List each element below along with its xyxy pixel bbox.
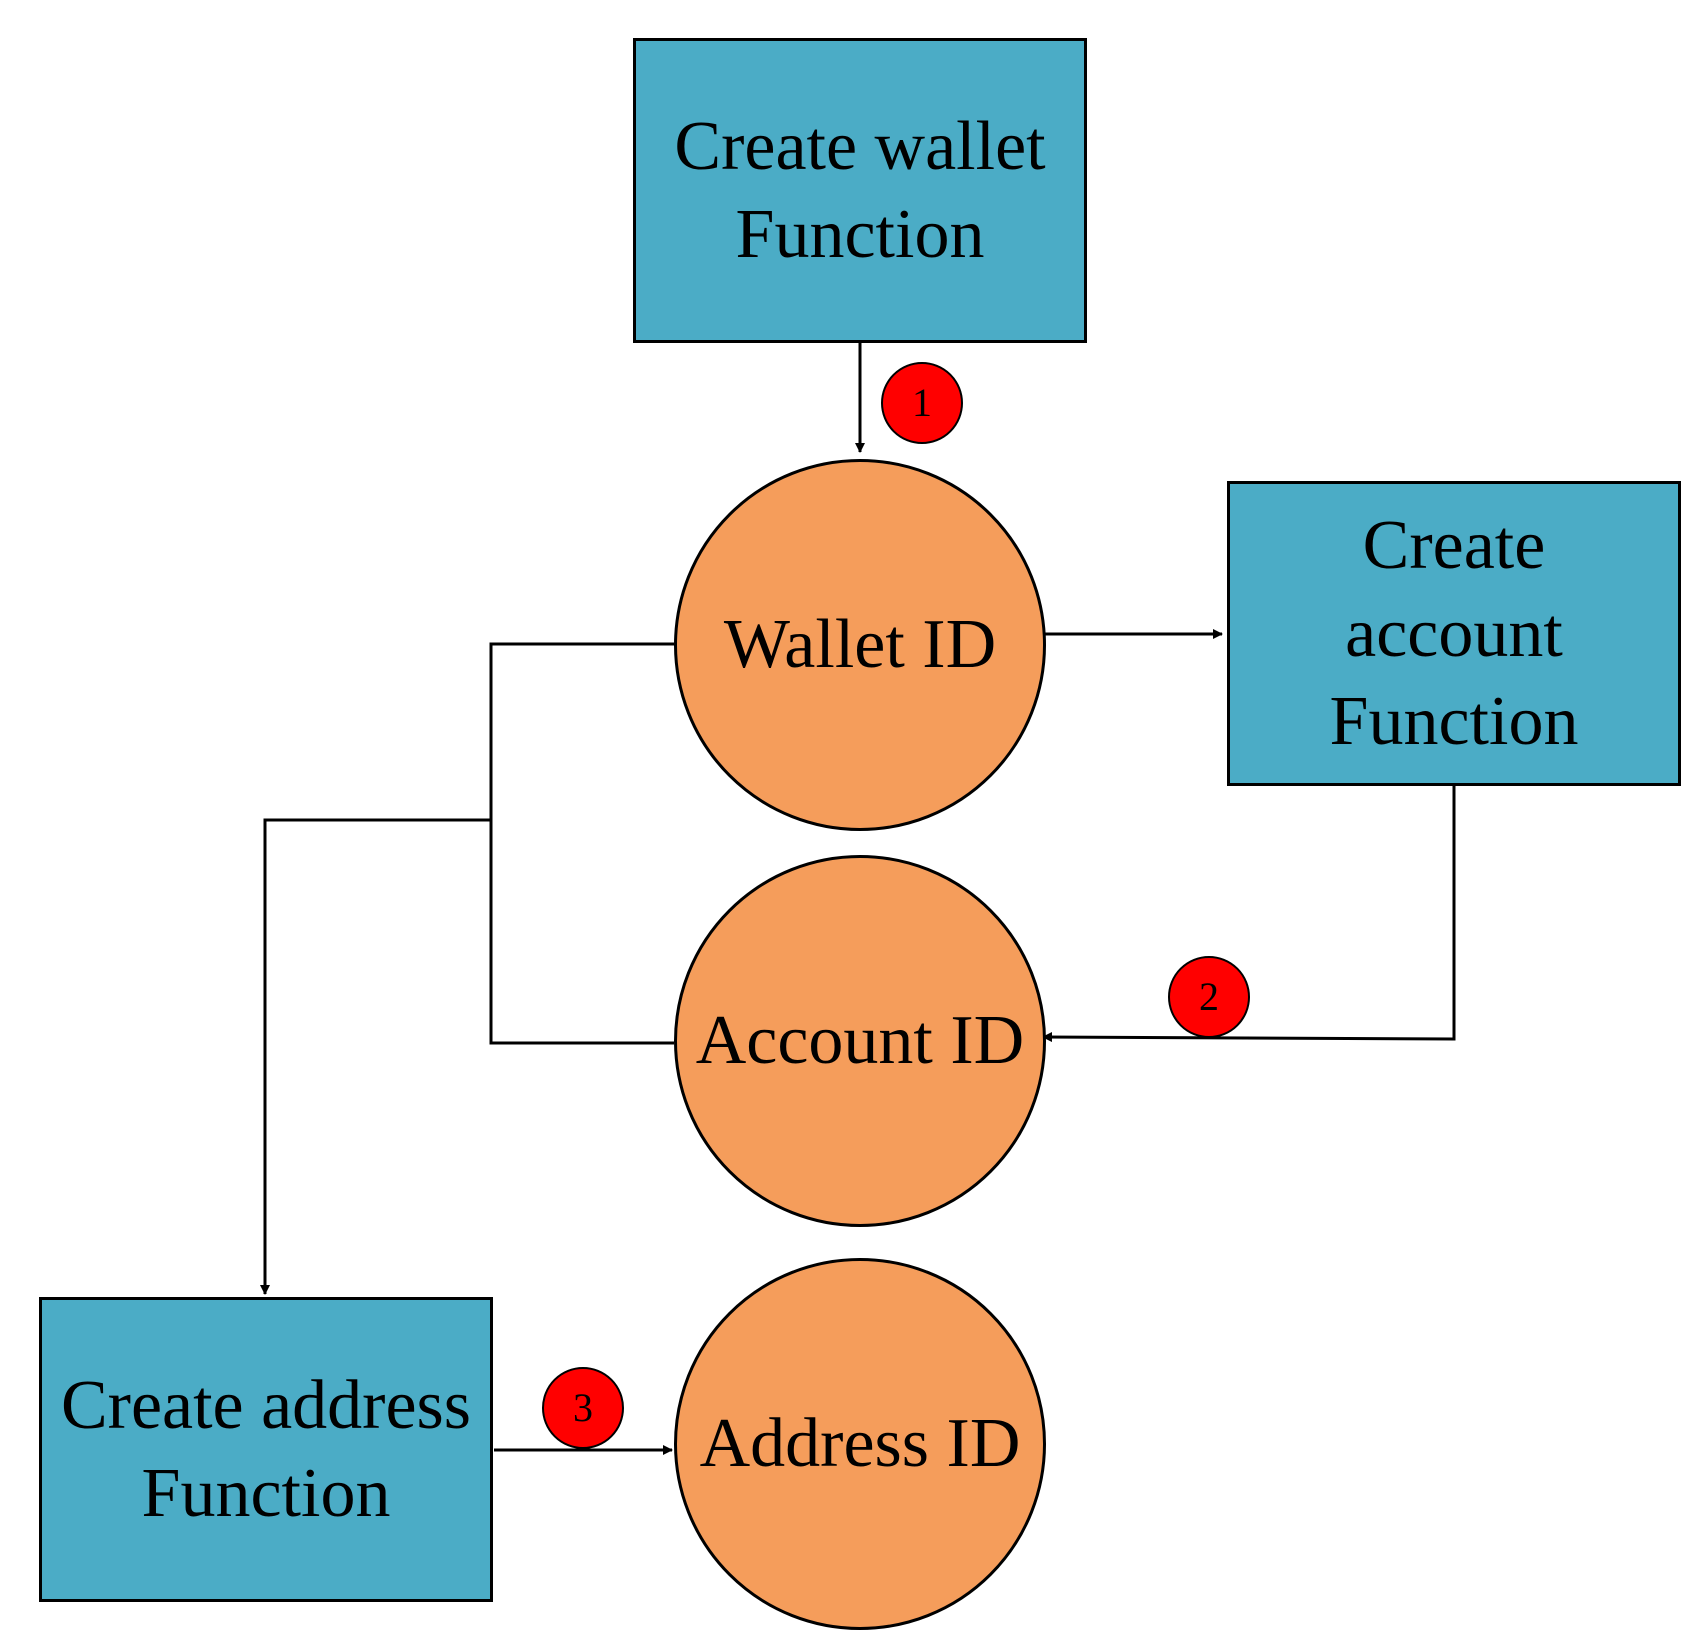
connector-wallet-account-bracket <box>489 642 674 1045</box>
account-id-node: Account ID <box>674 855 1046 1227</box>
wallet-id-node: Wallet ID <box>674 459 1046 831</box>
create-address-label-line2: Function <box>141 1454 391 1532</box>
step-3-badge: 3 <box>542 1367 624 1449</box>
create-account-label-line2: account <box>1345 594 1563 672</box>
create-account-label-line3: Function <box>1329 682 1579 760</box>
create-account-function-box: Create account Function <box>1227 481 1681 786</box>
step-2-number: 2 <box>1199 974 1219 1019</box>
create-wallet-function-box: Create wallet Function <box>633 38 1087 343</box>
create-wallet-label-line1: Create wallet <box>674 107 1046 185</box>
account-id-label: Account ID <box>695 1002 1025 1079</box>
create-address-function-box: Create address Function <box>39 1297 493 1602</box>
address-id-node: Address ID <box>674 1258 1046 1630</box>
address-id-label: Address ID <box>699 1405 1021 1482</box>
arrow-account-function-to-account-id <box>1042 786 1456 1043</box>
step-1-badge: 1 <box>881 362 963 444</box>
step-1-number: 1 <box>912 380 932 425</box>
wallet-id-label: Wallet ID <box>723 606 997 683</box>
create-address-label-line1: Create address <box>60 1366 472 1444</box>
create-wallet-label-line2: Function <box>735 195 985 273</box>
arrow-ids-to-address-function <box>260 818 491 1295</box>
step-3-number: 3 <box>573 1385 593 1430</box>
step-2-badge: 2 <box>1168 956 1250 1038</box>
create-account-label-line1: Create <box>1362 506 1546 584</box>
